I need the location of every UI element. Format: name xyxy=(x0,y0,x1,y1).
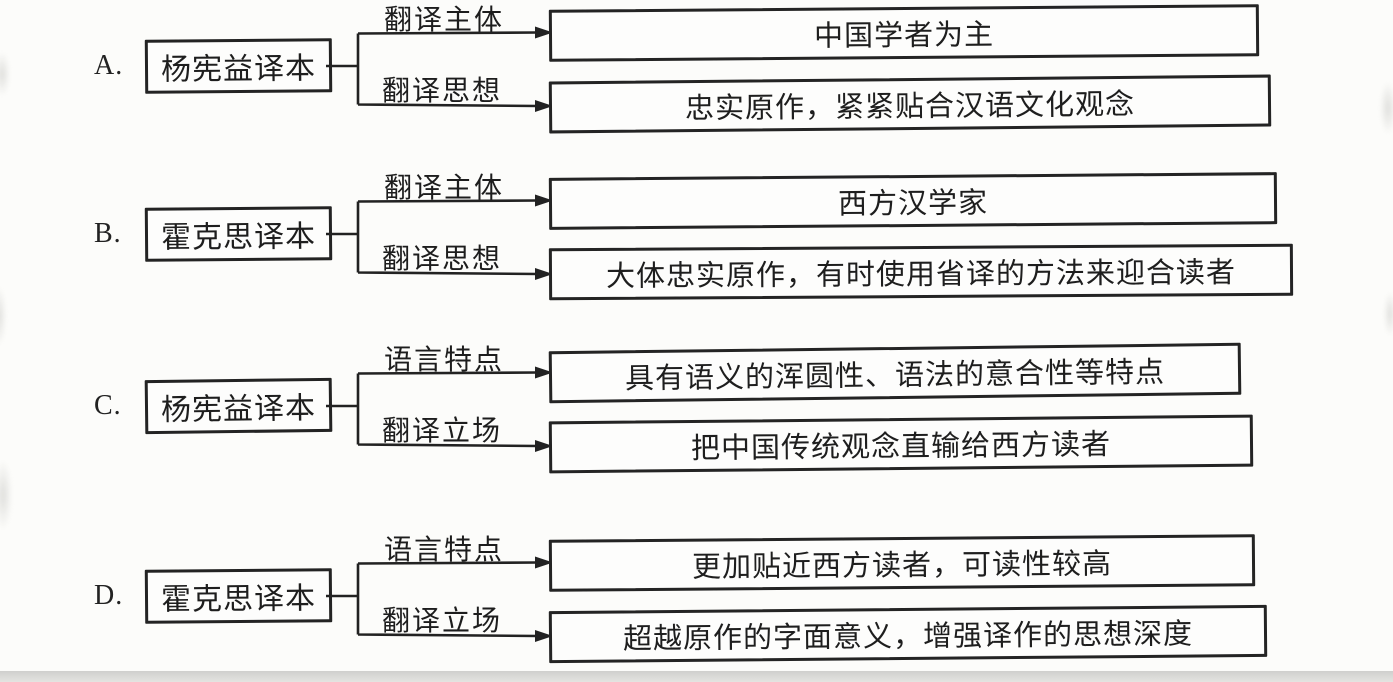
branch-label-translation-subject: 翻译主体 xyxy=(384,5,505,36)
scan-artifact xyxy=(0,460,12,530)
option-c-row: C. 杨宪益译本 语言特点 翻译立场 具有语义的浑圆性、语法的意合性等特点 把中… xyxy=(0,340,1393,480)
source-box-label: 霍克思译本 xyxy=(160,582,317,617)
scan-artifact xyxy=(0,286,6,346)
option-d-row: D. 霍克思译本 语言特点 翻译立场 更加贴近西方读者，可读性较高 超越原作的字… xyxy=(0,530,1393,670)
arrowhead-icon xyxy=(535,268,553,280)
branch-label-language-features: 语言特点 xyxy=(384,345,505,376)
arrowhead-icon xyxy=(535,194,553,207)
option-a-letter: A. xyxy=(94,50,124,81)
source-box-label: 杨宪益译本 xyxy=(160,392,317,427)
source-box-yang-translation: 杨宪益译本 xyxy=(144,38,333,94)
target-box-text: 忠实原作，紧紧贴合汉语文化观念 xyxy=(684,88,1136,126)
target-box-translation-stance: 超越原作的字面意义，增强译作的思想深度 xyxy=(548,604,1268,664)
target-box-text: 西方汉学家 xyxy=(837,187,989,221)
target-box-translation-philosophy: 大体忠实原作，有时使用省译的方法来迎合读者 xyxy=(548,243,1294,301)
connector-lines xyxy=(326,194,553,280)
source-box-hawkes-translation: 霍克思译本 xyxy=(144,206,333,262)
branch-label-translation-subject: 翻译主体 xyxy=(384,173,505,204)
arrowhead-icon xyxy=(535,366,553,379)
connector-lines xyxy=(326,26,553,112)
target-box-text: 超越原作的字面意义，增强译作的思想深度 xyxy=(622,618,1194,656)
target-box-text: 具有语义的浑圆性、语法的意合性等特点 xyxy=(624,356,1166,396)
source-box-hawkes-translation: 霍克思译本 xyxy=(144,568,333,624)
scan-artifact xyxy=(1384,292,1393,336)
option-b-letter: B. xyxy=(94,218,122,249)
option-a-row: A. 杨宪益译本 翻译主体 翻译思想 中国学者为主 忠实原作，紧紧贴合汉语文化观… xyxy=(0,0,1393,140)
target-box-translation-subject: 西方汉学家 xyxy=(548,172,1278,230)
target-box-text: 大体忠实原作，有时使用省译的方法来迎合读者 xyxy=(605,257,1237,293)
scan-edge-strip xyxy=(0,671,1393,682)
target-box-text: 更加贴近西方读者，可读性较高 xyxy=(691,548,1113,584)
scan-artifact xyxy=(0,52,10,96)
target-box-language-features: 具有语义的浑圆性、语法的意合性等特点 xyxy=(548,342,1242,404)
target-box-text: 把中国传统观念直输给西方读者 xyxy=(690,428,1112,466)
source-box-label: 杨宪益译本 xyxy=(160,52,317,87)
target-box-language-features: 更加贴近西方读者，可读性较高 xyxy=(548,534,1256,592)
arrowhead-icon xyxy=(535,26,553,39)
branch-label-language-features: 语言特点 xyxy=(384,535,505,566)
target-box-translation-philosophy: 忠实原作，紧紧贴合汉语文化观念 xyxy=(548,74,1272,134)
branch-label-translation-stance: 翻译立场 xyxy=(382,606,503,637)
arrowhead-icon xyxy=(535,556,553,569)
connector-lines xyxy=(326,366,553,452)
option-c-letter: C. xyxy=(94,390,122,421)
scan-artifact xyxy=(1380,82,1393,134)
branch-label-translation-philosophy: 翻译思想 xyxy=(382,76,503,107)
source-box-yang-translation: 杨宪益译本 xyxy=(144,377,333,435)
branch-label-translation-stance: 翻译立场 xyxy=(382,416,503,447)
source-box-label: 霍克思译本 xyxy=(160,220,317,255)
target-box-translation-subject: 中国学者为主 xyxy=(548,4,1260,62)
target-box-text: 中国学者为主 xyxy=(813,19,995,53)
target-box-translation-stance: 把中国传统观念直输给西方读者 xyxy=(548,414,1254,474)
arrowhead-icon xyxy=(535,630,553,642)
arrowhead-icon xyxy=(535,440,553,452)
option-d-letter: D. xyxy=(94,580,124,611)
branch-label-translation-philosophy: 翻译思想 xyxy=(382,244,503,275)
arrowhead-icon xyxy=(535,100,553,112)
connector-lines xyxy=(326,556,553,642)
option-b-row: B. 霍克思译本 翻译主体 翻译思想 西方汉学家 大体忠实原作，有时使用省译的方… xyxy=(0,168,1393,308)
